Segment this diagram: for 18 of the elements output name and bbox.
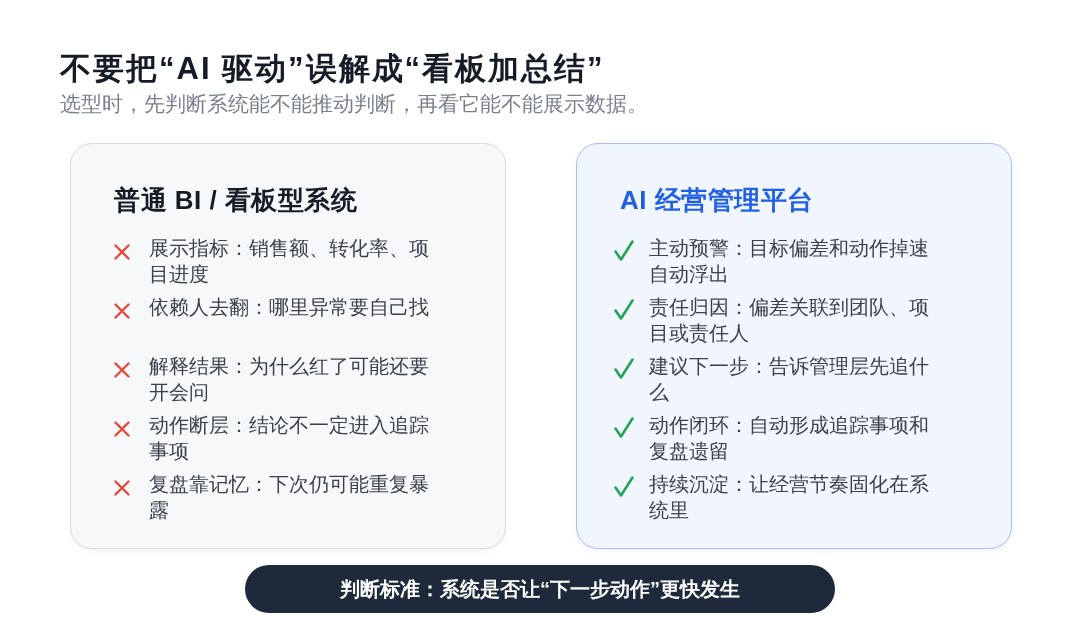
comparison-card [576, 143, 1012, 549]
banner-text: 判断标准：系统是否让“下一步动作”更快发生 [340, 576, 740, 602]
subtitle: 选型时，先判断系统能不能推动判断，再看它能不能展示数据。 [60, 91, 648, 117]
card-heading: 普通 BI / 看板型系统 [114, 184, 358, 216]
list-item-text: 解释结果：为什么红了可能还要开会问 [149, 354, 430, 405]
card-heading: AI 经营管理平台 [620, 184, 814, 216]
list-item-text: 建议下一步：告诉管理层先追什么 [649, 354, 930, 405]
list-item-text: 复盘靠记忆：下次仍可能重复暴露 [149, 472, 430, 523]
list-item-text: 责任归因：偏差关联到团队、项目或责任人 [649, 295, 930, 346]
list-item-text: 展示指标：销售额、转化率、项目进度 [149, 236, 430, 287]
comparison-card [70, 143, 506, 549]
list-item-text: 持续沉淀：让经营节奏固化在系统里 [649, 472, 930, 523]
list-item-text: 动作断层：结论不一定进入追踪事项 [149, 413, 430, 464]
criterion-banner [245, 565, 835, 613]
title: 不要把“AI 驱动”误解成“看板加总结” [60, 50, 605, 88]
list-item-text: 动作闭环：自动形成追踪事项和复盘遗留 [649, 413, 930, 464]
list-item-text: 主动预警：目标偏差和动作掉速自动浮出 [649, 236, 930, 287]
list-item-text: 依赖人去翻：哪里异常要自己找 [149, 295, 430, 320]
